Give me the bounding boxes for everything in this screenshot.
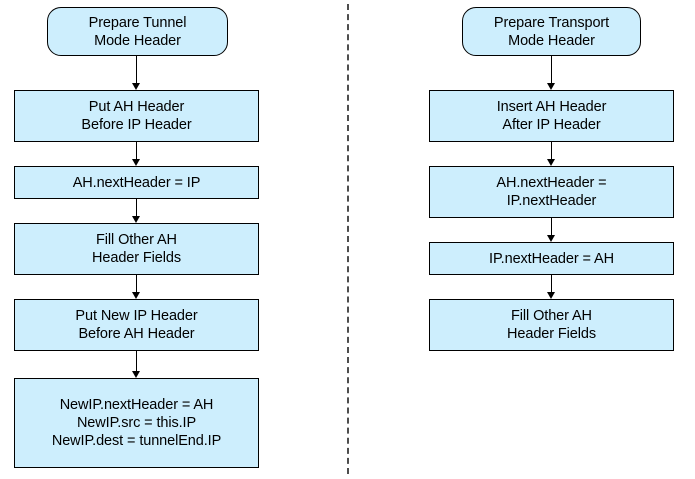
- arrow-head-icon: [547, 159, 555, 166]
- flow-node-label: Insert AH Header After IP Header: [496, 99, 607, 133]
- flow-node-label: Fill Other AH Header Fields: [92, 232, 181, 266]
- arrow-head-icon: [132, 216, 140, 223]
- arrow-line: [135, 142, 138, 160]
- flow-node-label: IP.nextHeader = AH: [489, 250, 614, 267]
- flow-arrow: [132, 56, 141, 90]
- flow-node-label: Prepare Tunnel Mode Header: [88, 14, 187, 49]
- arrow-line: [550, 142, 553, 160]
- flow-node-transport-step-2[interactable]: AH.nextHeader = IP.nextHeader: [429, 166, 674, 218]
- arrow-head-icon: [132, 159, 140, 166]
- arrow-line: [135, 351, 138, 372]
- flow-node-label: AH.nextHeader = IP: [72, 174, 201, 191]
- arrow-line: [550, 275, 553, 293]
- flow-arrow: [132, 142, 141, 166]
- flow-node-transport-step-1[interactable]: Insert AH Header After IP Header: [429, 90, 674, 142]
- arrow-head-icon: [547, 235, 555, 242]
- flow-arrow: [132, 199, 141, 223]
- flow-node-tunnel-step-3[interactable]: Fill Other AH Header Fields: [14, 223, 259, 275]
- flow-arrow: [547, 142, 556, 166]
- flow-node-tunnel-step-2[interactable]: AH.nextHeader = IP: [14, 166, 259, 199]
- flow-node-tunnel-step-5[interactable]: NewIP.nextHeader = AH NewIP.src = this.I…: [14, 378, 259, 468]
- arrow-line: [135, 56, 138, 84]
- flow-node-transport-step-3[interactable]: IP.nextHeader = AH: [429, 242, 674, 275]
- flow-node-tunnel-step-1[interactable]: Put AH Header Before IP Header: [14, 90, 259, 142]
- arrow-line: [135, 199, 138, 217]
- arrow-line: [135, 275, 138, 293]
- flow-node-transport-start[interactable]: Prepare Transport Mode Header: [462, 7, 641, 56]
- flow-arrow: [132, 351, 141, 378]
- arrow-head-icon: [132, 292, 140, 299]
- arrow-head-icon: [132, 371, 140, 378]
- flow-node-label: AH.nextHeader = IP.nextHeader: [496, 175, 607, 209]
- flow-arrow: [132, 275, 141, 299]
- arrow-line: [550, 218, 553, 236]
- flow-node-label: Put AH Header Before IP Header: [81, 99, 192, 133]
- flow-arrow: [547, 218, 556, 242]
- flow-arrow: [547, 56, 556, 90]
- arrow-head-icon: [547, 292, 555, 299]
- column-divider: [347, 4, 349, 474]
- flow-node-label: Prepare Transport Mode Header: [493, 14, 610, 49]
- flow-node-label: Fill Other AH Header Fields: [507, 308, 596, 342]
- flow-node-transport-step-4[interactable]: Fill Other AH Header Fields: [429, 299, 674, 351]
- arrow-head-icon: [132, 83, 140, 90]
- flow-node-tunnel-start[interactable]: Prepare Tunnel Mode Header: [47, 7, 228, 56]
- flow-node-label: NewIP.nextHeader = AH NewIP.src = this.I…: [51, 397, 222, 449]
- arrow-line: [550, 56, 553, 84]
- flow-arrow: [547, 275, 556, 299]
- flow-node-label: Put New IP Header Before AH Header: [75, 308, 198, 342]
- flow-node-tunnel-step-4[interactable]: Put New IP Header Before AH Header: [14, 299, 259, 351]
- arrow-head-icon: [547, 83, 555, 90]
